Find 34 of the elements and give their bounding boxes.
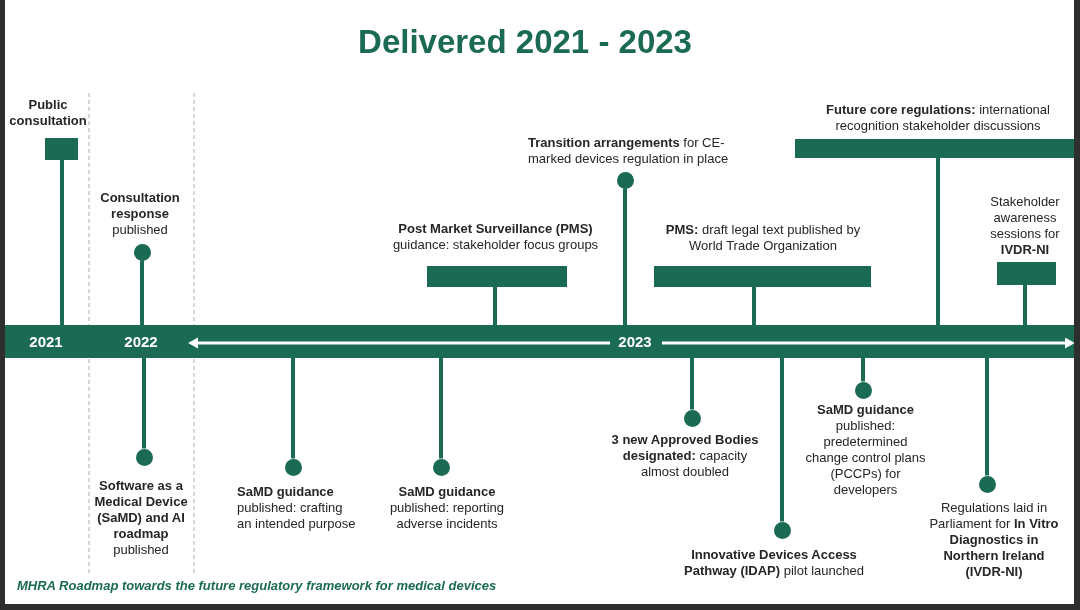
milestone-text: Future core regulations: international recognition stakeholder discussions bbox=[825, 102, 1051, 134]
stem-line bbox=[936, 158, 940, 325]
stem-line bbox=[142, 358, 146, 449]
milestone-text: SaMD guidance published: reporting adverse incidents bbox=[388, 484, 506, 532]
year-label: 2022 bbox=[124, 333, 158, 351]
year-label: 2023 bbox=[618, 333, 652, 351]
milestone-text: Post Market Surveillance (PMS) guidance: stakeholder focus groups bbox=[391, 221, 600, 253]
stem-line bbox=[291, 358, 295, 459]
stem-line bbox=[752, 287, 756, 325]
stem-line bbox=[780, 358, 784, 522]
milestone-text: Consultation response published bbox=[99, 190, 181, 238]
caption: MHRA Roadmap towards the future regulatory framework for medical devices bbox=[17, 578, 497, 594]
milestone-text: Regulations laid in Parliament for In Vitro Diagnostics in Northern Ireland (IVDR-NI) bbox=[928, 500, 1060, 580]
milestone-text: Stakeholder awareness sessions for IVDR-NI bbox=[989, 194, 1061, 258]
stem-line bbox=[140, 260, 144, 325]
stem-line bbox=[60, 160, 64, 325]
year-label: 2021 bbox=[29, 333, 63, 351]
timeline-band bbox=[5, 325, 1074, 358]
stem-line bbox=[1023, 285, 1027, 325]
milestone-text: Transition arrangements for CE-marked devices regulation in place bbox=[528, 135, 730, 167]
stem-line bbox=[623, 188, 627, 325]
milestone-text: Innovative Devices Access Pathway (IDAP) pilot launched bbox=[683, 547, 865, 579]
stem-line bbox=[439, 358, 443, 459]
milestone-text: SaMD guidance published: crafting an intended purpose bbox=[237, 484, 357, 532]
milestone-text: Public consultation bbox=[8, 97, 88, 129]
stem-line bbox=[690, 358, 694, 410]
milestone-text: 3 new Approved Bodies designated: capacity almost doubled bbox=[610, 432, 760, 480]
milestone-text: PMS: draft legal text published by World Trade Organization bbox=[664, 222, 862, 254]
title: Delivered 2021 - 2023 bbox=[358, 22, 692, 62]
milestone-text: SaMD guidance published: predetermined change control plans (PCCPs) for developers bbox=[804, 402, 927, 498]
stem-line bbox=[861, 358, 865, 382]
stem-line bbox=[985, 358, 989, 476]
milestone-text: Software as a Medical Device (SaMD) and AI roadmap published bbox=[93, 478, 189, 558]
stem-line bbox=[493, 287, 497, 325]
